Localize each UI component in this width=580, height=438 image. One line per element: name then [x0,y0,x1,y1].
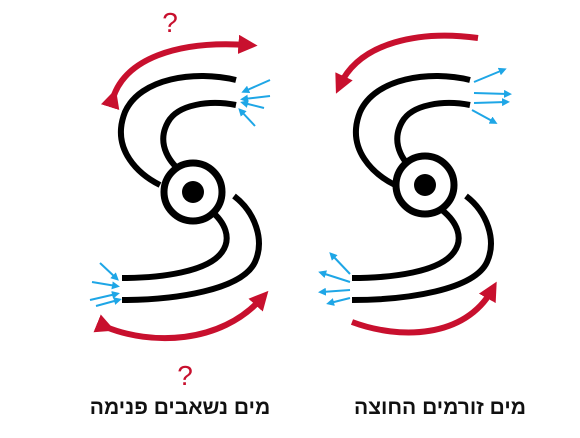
right-arm-bottom-outer [351,193,494,303]
right-bottom-outflow-1 [329,252,351,275]
left-top-double-arrow [100,34,258,111]
right-top-outflow-4 [471,109,498,124]
caption-water-sucked-in: מים נשאבים פנימה [89,396,271,419]
right-blue-arrows [318,67,512,306]
left-bottom-inflow-2 [91,281,120,290]
left-top-inflow-2 [240,94,271,103]
right-arm-bottom-inner [351,207,462,281]
right-bottom-outflow-3 [318,287,351,296]
left-top-inflow-4 [238,108,256,127]
left-blue-arrows [89,79,271,307]
caption-water-flows-out: מים זורמים החוצה [354,396,526,419]
right-top-outflow-1 [473,67,507,83]
right-bottom-outflow-2 [318,270,351,283]
left-red-arrows [93,34,269,342]
right-top-outflow-3 [473,98,510,107]
left-bottom-inflow-1 [99,262,119,281]
right-red-arrows [335,32,497,336]
right-hub-center [414,174,436,196]
left-top-inflow-3 [240,100,265,109]
left-bottom-double-arrow [93,290,269,342]
right-bottom-outflow-4 [326,297,351,306]
left-bottom-inflow-4 [95,297,122,307]
left-top-inflow-1 [241,79,271,94]
left-arm-bottom-inner [121,207,230,281]
right-top-arrow [335,32,479,94]
right-arm-top-outer [352,73,471,188]
right-bottom-arrow [350,281,497,336]
left-hub-center [182,181,204,203]
right-top-outflow-2 [473,89,512,98]
left-question-top: ? [162,7,178,38]
left-bottom-inflow-3 [89,291,120,301]
left-question-bottom: ? [177,360,193,391]
